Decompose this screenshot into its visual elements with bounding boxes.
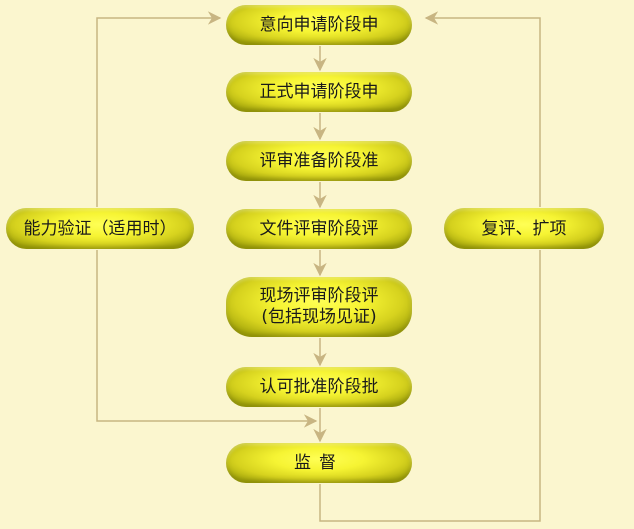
step-document-review: 文件评审阶段评: [226, 209, 412, 249]
arrow-left-to-supervision: [96, 250, 318, 428]
step-intention-application: 意向申请阶段申: [226, 5, 412, 45]
step-formal-application: 正式申请阶段申: [226, 72, 412, 112]
step-supervision: 监督: [226, 443, 412, 483]
arrow-left-to-top: [96, 11, 222, 207]
proficiency-testing-box: 能力验证（适用时）: [6, 208, 194, 249]
step-review-preparation: 评审准备阶段准: [226, 141, 412, 181]
arrow-right-to-top: [424, 11, 541, 207]
step-onsite-assessment: 现场评审阶段评 (包括现场见证): [226, 277, 412, 337]
step-onsite-assessment-line2: (包括现场见证): [261, 307, 377, 327]
step-accreditation-approval: 认可批准阶段批: [226, 367, 412, 407]
arrow-supervision-to-right: [319, 250, 541, 522]
step-onsite-assessment-line1: 现场评审阶段评: [259, 286, 379, 306]
reassessment-extension-box: 复评、扩项: [444, 208, 604, 249]
